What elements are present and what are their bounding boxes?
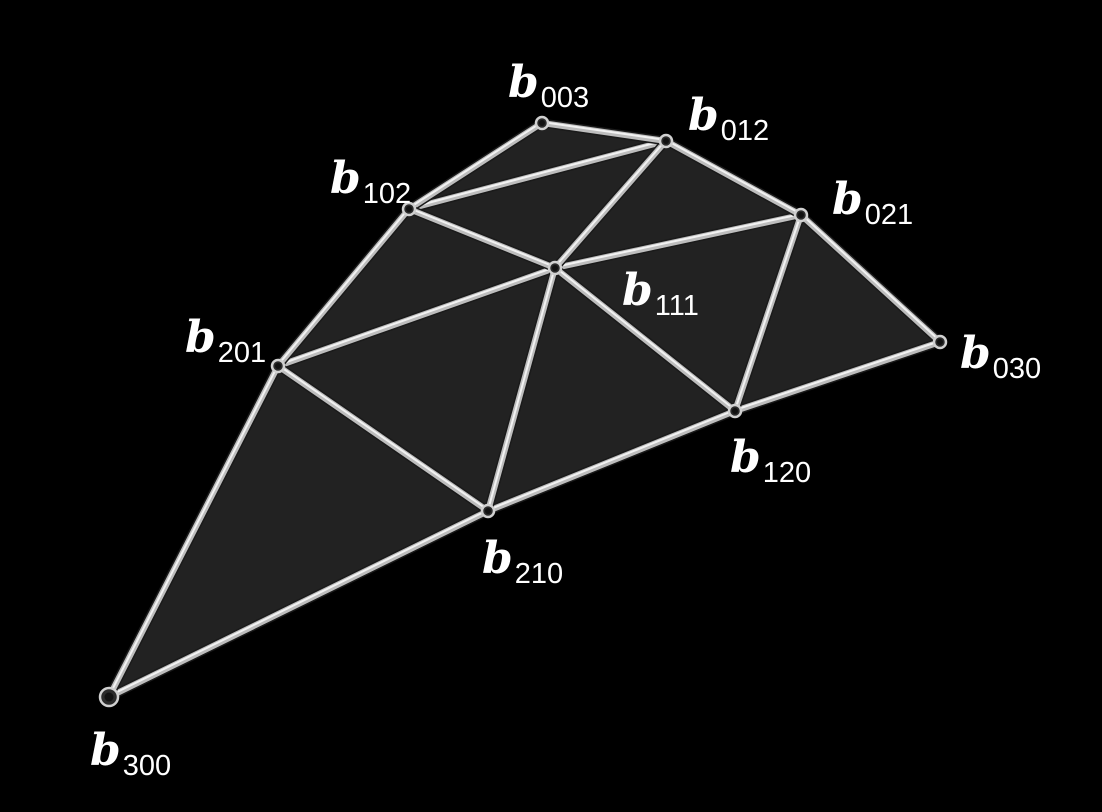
control-point-b021 <box>793 207 809 223</box>
label-b003: b003 <box>508 57 589 114</box>
label-letter: b <box>832 174 863 225</box>
label-b201: b201 <box>185 312 266 369</box>
label-letter: b <box>482 533 513 584</box>
label-letter: b <box>330 153 361 204</box>
label-letter: b <box>730 432 761 483</box>
net-edges <box>104 118 945 702</box>
edge-b030-b120 <box>730 337 945 416</box>
label-b111: b111 <box>622 265 699 322</box>
control-point-b120 <box>727 403 743 419</box>
label-b120: b120 <box>730 432 811 489</box>
edge-b003-b102 <box>404 118 547 214</box>
edge-b012-b111 <box>550 136 671 273</box>
patch-triangle-7 <box>555 215 801 411</box>
edge-b102-b111 <box>404 204 560 273</box>
edge-b111-b120 <box>550 263 740 416</box>
edge-b021-b120 <box>730 210 806 416</box>
label-subscript: 003 <box>541 82 589 114</box>
patch-triangle-3 <box>278 209 555 366</box>
edge-b210-b300 <box>104 506 493 702</box>
label-letter: b <box>90 725 121 776</box>
label-letter: b <box>622 265 653 316</box>
label-b102: b102 <box>330 153 411 210</box>
control-point-markers <box>98 115 948 708</box>
edge-b012-b102 <box>404 136 671 214</box>
control-point-b012 <box>658 133 674 149</box>
edge-b201-b210 <box>273 361 493 516</box>
label-subscript: 021 <box>865 199 913 231</box>
label-subscript: 300 <box>123 750 171 782</box>
control-point-b030 <box>932 334 948 350</box>
edge-b021-b030 <box>796 210 945 347</box>
edge-b102-b201 <box>273 204 414 371</box>
label-letter: b <box>688 90 719 141</box>
label-b210: b210 <box>482 533 563 590</box>
label-subscript: 030 <box>993 353 1041 385</box>
label-letter: b <box>185 312 216 363</box>
patch-triangle-1 <box>488 268 735 511</box>
edge-b111-b210 <box>483 263 560 516</box>
control-point-b201 <box>270 358 286 374</box>
edge-b003-b012 <box>537 118 671 146</box>
label-b021: b021 <box>832 174 913 231</box>
edge-b021-b111 <box>550 210 806 273</box>
edge-b111-b201 <box>273 263 560 371</box>
label-b300: b300 <box>90 725 171 782</box>
patch-faces <box>109 123 940 697</box>
label-letter: b <box>960 328 991 379</box>
label-subscript: 201 <box>218 337 266 369</box>
edge-b012-b021 <box>661 136 806 220</box>
control-point-b102 <box>401 201 417 217</box>
control-point-b003 <box>534 115 550 131</box>
control-point-b300 <box>98 686 120 708</box>
label-subscript: 102 <box>363 178 411 210</box>
label-subscript: 210 <box>515 558 563 590</box>
label-subscript: 012 <box>721 115 769 147</box>
edge-b201-b300 <box>104 361 283 702</box>
label-b012: b012 <box>688 90 769 147</box>
control-point-b210 <box>480 503 496 519</box>
patch-triangle-6 <box>278 268 555 511</box>
label-b030: b030 <box>960 328 1041 385</box>
edge-b120-b210 <box>483 406 740 516</box>
label-subscript: 120 <box>763 457 811 489</box>
patch-triangle-8 <box>409 141 666 268</box>
patch-triangle-4 <box>555 141 801 268</box>
control-point-b111 <box>547 260 563 276</box>
label-subscript: 111 <box>655 290 699 322</box>
label-letter: b <box>508 57 539 108</box>
